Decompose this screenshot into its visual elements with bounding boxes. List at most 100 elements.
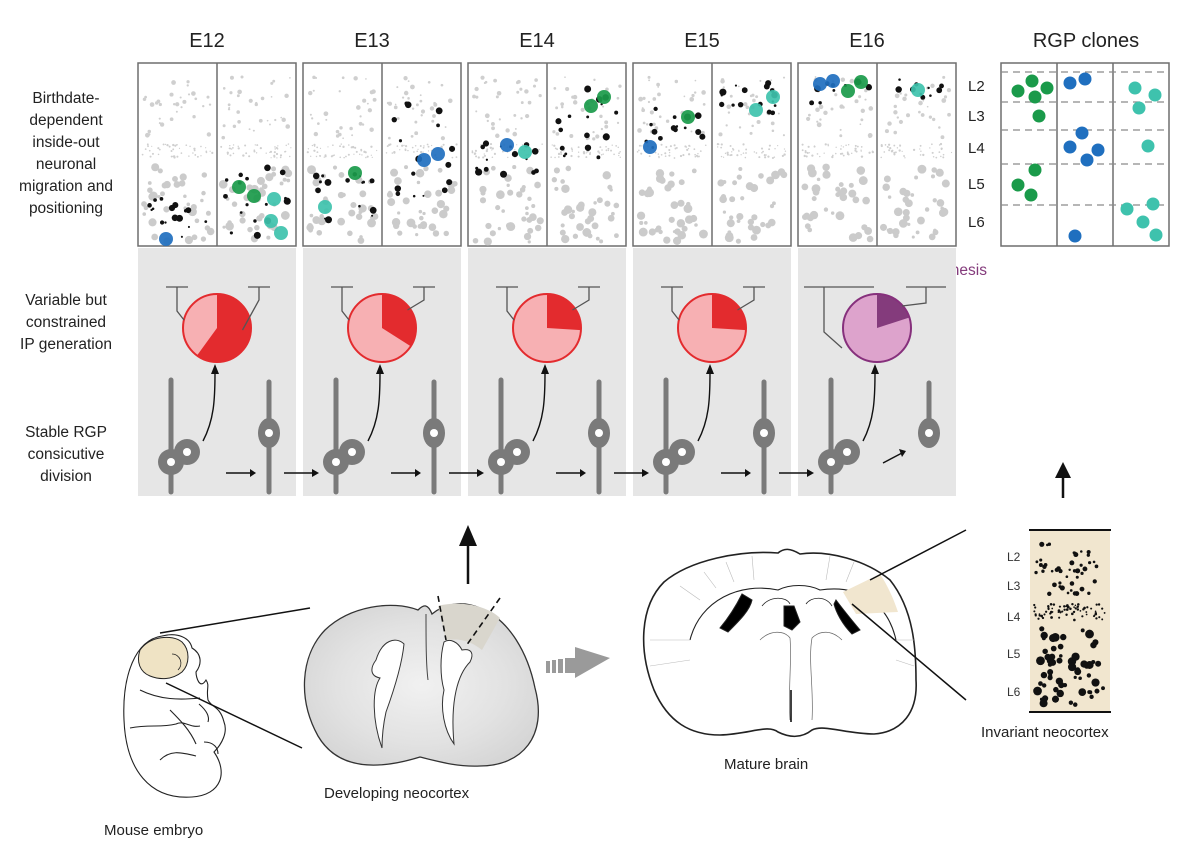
background-cell-dot — [695, 154, 698, 157]
background-cell-dot — [879, 223, 888, 231]
background-cell-dot — [560, 153, 563, 156]
background-cell-dot — [192, 115, 196, 119]
background-cell-dot — [359, 190, 367, 198]
background-cell-dot — [553, 87, 557, 90]
neuron-dot — [1077, 603, 1080, 606]
background-cell-dot — [237, 145, 239, 148]
diagonal-arrow-icon — [882, 452, 903, 464]
background-cell-dot — [767, 155, 770, 158]
background-cell-dot — [928, 233, 936, 241]
neuron-dot — [1065, 608, 1069, 611]
pie-slice-dark — [197, 294, 251, 362]
arrowhead — [745, 469, 751, 477]
clone-cell-teal — [1120, 202, 1134, 216]
background-cell-dot — [681, 225, 688, 232]
background-cell-dot — [638, 96, 644, 102]
neuron-dot — [1092, 560, 1096, 564]
background-cell-dot — [447, 98, 453, 104]
background-cell-dot — [641, 108, 646, 113]
background-cell-dot — [428, 223, 437, 232]
background-cell-dot — [639, 220, 644, 225]
background-cell-dot — [269, 150, 273, 153]
neocortex-neuron-dots — [1033, 541, 1106, 708]
background-cell-dot — [609, 188, 613, 192]
migrating-neuron-dot — [312, 172, 320, 180]
background-cell-dot — [419, 94, 422, 97]
background-cell-dot — [604, 120, 609, 125]
neuron-dot — [1048, 653, 1056, 661]
background-cell-dot — [417, 148, 419, 151]
background-cell-dot — [172, 143, 175, 147]
background-cell-dot — [638, 149, 640, 152]
background-cell-dot — [893, 104, 897, 109]
background-cell-dot — [761, 151, 763, 154]
background-cell-dot — [317, 122, 320, 125]
background-cell-dot — [859, 123, 862, 126]
background-cell-dot — [193, 149, 196, 152]
background-cell-dot — [141, 201, 147, 207]
background-cell-dot — [731, 151, 733, 153]
migrating-neuron-dot — [832, 88, 836, 92]
neuron-dot — [1065, 575, 1069, 579]
background-cell-dot — [771, 170, 780, 180]
background-cell-dot — [324, 155, 327, 158]
background-cell-dot — [684, 145, 687, 148]
background-cell-dot — [160, 191, 165, 197]
background-cell-dot — [505, 128, 510, 133]
background-cell-dot — [664, 155, 667, 157]
background-cell-dot — [766, 176, 775, 185]
background-cell-dot — [699, 150, 702, 153]
background-cell-dot — [194, 154, 197, 156]
background-cell-dot — [237, 119, 241, 124]
background-cell-dot — [854, 149, 857, 152]
background-cell-dot — [309, 113, 312, 116]
neuron-dot — [1043, 613, 1046, 616]
background-cell-dot — [576, 203, 585, 212]
neuron-dot — [1050, 569, 1054, 573]
migrating-neuron-dot — [238, 172, 243, 178]
background-cell-dot — [157, 168, 163, 174]
background-cell-dot — [541, 143, 543, 145]
pie-outline — [512, 293, 582, 363]
background-cell-dot — [938, 126, 941, 129]
background-cell-dot — [520, 117, 523, 120]
neuron-dot — [1074, 607, 1077, 610]
background-cell-dot — [611, 144, 613, 146]
neuron-dot — [1080, 571, 1084, 576]
background-cell-dot — [942, 156, 945, 159]
neuron-dot — [1039, 541, 1045, 547]
background-cell-dot — [683, 95, 686, 98]
background-cell-dot — [148, 218, 157, 227]
background-cell-dot — [359, 115, 362, 118]
background-cell-dot — [402, 197, 410, 205]
background-cell-dot — [751, 214, 758, 221]
background-cell-dot — [314, 76, 318, 80]
background-cell-dot — [729, 94, 733, 98]
layer-label-l4: L4 — [968, 140, 985, 157]
background-cell-dot — [147, 145, 149, 148]
background-cell-dot — [369, 90, 374, 95]
neuron-dot — [1086, 673, 1092, 678]
background-cell-dot — [472, 237, 479, 244]
caption-mouse-embryo: Mouse embryo — [104, 822, 204, 839]
rgp-division-e12 — [158, 364, 319, 495]
background-cell-dot — [605, 87, 609, 92]
migrating-neuron-dot — [773, 104, 777, 107]
background-cell-dot — [642, 121, 646, 125]
background-cell-dot — [313, 131, 319, 137]
clone-cell-blue — [159, 232, 173, 246]
background-cell-dot — [490, 165, 496, 171]
background-cell-dot — [756, 119, 761, 125]
background-cell-dot — [745, 105, 750, 110]
background-cell-dot — [922, 99, 925, 102]
background-cell-dot — [151, 163, 160, 172]
background-cell-dot — [266, 119, 269, 122]
background-cell-dot — [935, 168, 944, 177]
background-cell-dot — [359, 235, 363, 239]
background-cell-dot — [763, 154, 766, 157]
background-cell-dot — [816, 122, 822, 128]
background-cell-dot — [861, 224, 868, 231]
background-cell-dot — [161, 182, 168, 189]
background-cell-dot — [729, 196, 736, 203]
background-cell-dot — [325, 118, 328, 121]
